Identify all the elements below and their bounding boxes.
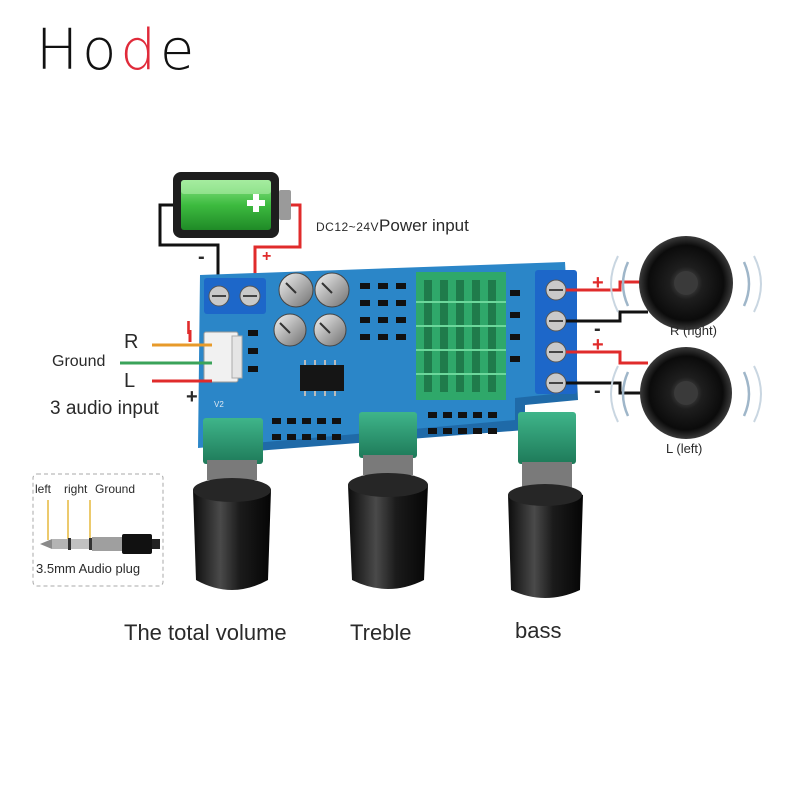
brand-prefix: Ho [36, 18, 121, 83]
power-input-text: Power input [379, 216, 469, 235]
plug-ground-label: Ground [95, 482, 136, 496]
output-left-plus: + [592, 334, 604, 356]
smd-components [248, 283, 520, 440]
power-voltage: DC12~24V [316, 220, 380, 234]
input-bar-sign: I [186, 318, 192, 338]
knob-volume [193, 460, 271, 590]
volume-label: The total volume [124, 620, 287, 645]
output-right-plus: + [592, 272, 604, 294]
capacitors [273, 272, 350, 347]
speaker-right-label: R (right) [670, 323, 717, 338]
input-ground-label: Ground [52, 353, 106, 370]
board-marking: V2 [214, 400, 224, 409]
power-plus-sign: + [262, 248, 272, 265]
output-right-minus: - [594, 318, 601, 340]
treble-label: Treble [350, 620, 412, 645]
speaker-left-label: L (left) [666, 441, 703, 456]
output-wires [566, 280, 648, 395]
output-left-minus: - [594, 380, 601, 402]
brand-logo: Hode [36, 18, 198, 83]
input-right-label: R [124, 331, 139, 353]
heatsink [416, 272, 506, 400]
bass-label: bass [515, 618, 562, 643]
speaker-left-icon [610, 347, 762, 439]
audio-plug-panel [32, 473, 164, 587]
input-wires [120, 330, 212, 383]
power-minus-sign: - [198, 246, 205, 268]
audio-input-title: 3 audio input [50, 398, 159, 419]
amplifier-chip [300, 360, 344, 396]
input-plus-sign: + [186, 386, 198, 408]
speaker-right-icon [610, 236, 762, 330]
battery-icon [173, 172, 291, 238]
plug-caption: 3.5mm Audio plug [36, 561, 141, 576]
plug-right-label: right [64, 482, 88, 496]
power-input-label: DC12~24VPower input [316, 216, 469, 236]
audio-plug-icon [40, 534, 160, 554]
input-left-label: L [124, 370, 136, 392]
knob-bass [508, 462, 583, 598]
knob-treble [348, 455, 428, 589]
brand-suffix: e [159, 18, 199, 83]
plug-left-label: left [35, 482, 52, 496]
power-wires [158, 203, 302, 285]
brand-accent: d [120, 18, 160, 83]
potentiometers [203, 412, 576, 464]
